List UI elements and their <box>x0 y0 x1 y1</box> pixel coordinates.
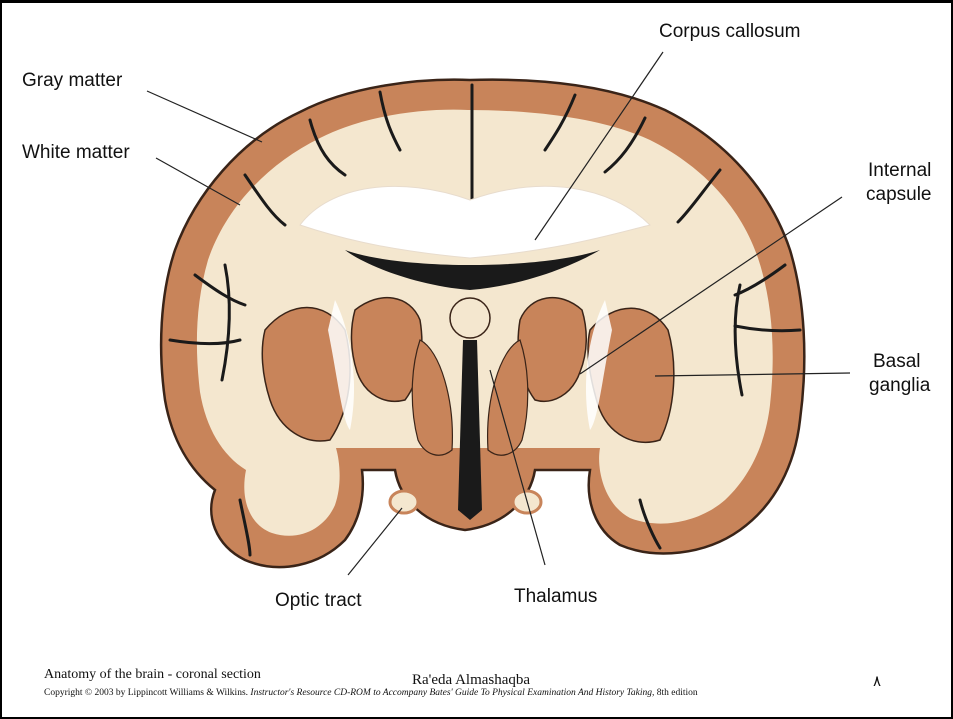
label-corpus-callosum: Corpus callosum <box>659 20 801 44</box>
leader-gray-matter <box>147 91 262 142</box>
label-white-matter: White matter <box>22 141 130 165</box>
copyright-suffix: 8th edition <box>654 688 697 698</box>
label-thalamus: Thalamus <box>514 585 597 609</box>
label-basal-ganglia-line2: ganglia <box>869 374 930 398</box>
label-internal-capsule-line1: Internal <box>868 159 931 183</box>
label-optic-tract: Optic tract <box>275 589 362 613</box>
author-name: Ra'eda Almashaqba <box>412 672 530 689</box>
label-internal-capsule-line2: capsule <box>866 183 932 207</box>
page-number: ٨ <box>873 672 881 691</box>
label-gray-matter: Gray matter <box>22 69 122 93</box>
copyright-title: Instructor's Resource CD-ROM to Accompan… <box>250 688 654 698</box>
copyright-notice: Copyright © 2003 by Lippincott Williams … <box>44 688 698 698</box>
slide-caption: Anatomy of the brain - coronal section <box>44 667 261 683</box>
label-basal-ganglia-line1: Basal <box>873 350 921 374</box>
copyright-prefix: Copyright © 2003 by Lippincott Williams … <box>44 688 250 698</box>
